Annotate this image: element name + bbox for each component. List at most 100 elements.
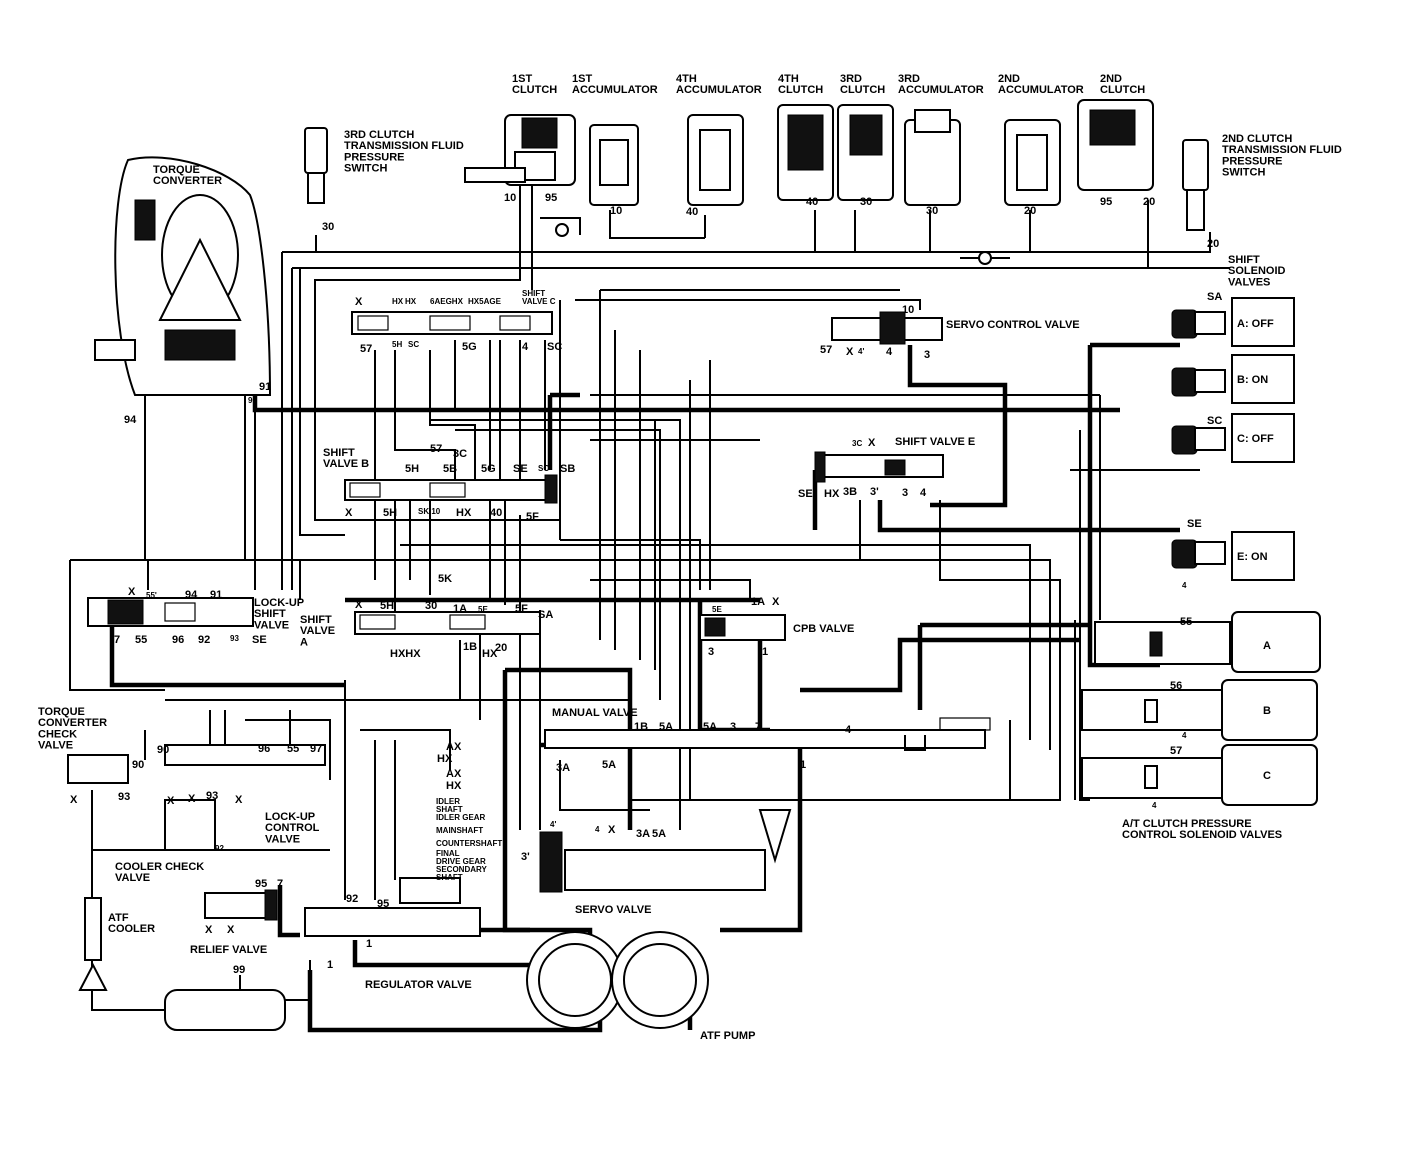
port-label: 96 (172, 634, 184, 646)
port-label: 7 (277, 878, 283, 890)
port-label: 5F (526, 511, 539, 523)
check-ball-2 (978, 251, 992, 265)
shaft-tag: AX (446, 768, 462, 780)
port-label: 93 (206, 790, 218, 802)
port-label: 55 (287, 743, 299, 755)
servo-control-valve (831, 311, 943, 345)
port-label: 57 (430, 443, 442, 455)
port-label: 1B (634, 721, 648, 733)
shift-valve-e-label: SHIFT VALVE E (895, 436, 975, 448)
port-label: X (355, 296, 363, 308)
port-label: 40 (490, 507, 502, 519)
port-label: 95 (377, 898, 389, 910)
port-label: X (868, 437, 876, 449)
pressure-solenoid-b (1081, 679, 1318, 741)
torque-converter-check-valve (67, 754, 129, 784)
solenoid-states: SA A: OFF B: ON SC C: OFF SE E: ON A 55 … (1170, 291, 1274, 782)
port-label: 1B (463, 641, 477, 653)
port-label: 3A (636, 828, 650, 840)
shift-solenoid-e (1171, 531, 1295, 581)
clutch-4th (777, 104, 834, 201)
servo-valve-label: SERVO VALVE (575, 904, 651, 916)
port-label: 6AEGHX (430, 297, 464, 306)
port-label: X (772, 596, 780, 608)
pressure-solenoid-c (1081, 744, 1318, 806)
port-label: 4 (1152, 801, 1157, 810)
port-label: HX (405, 297, 417, 306)
relief-valve (204, 889, 278, 921)
port-label: 90 (248, 396, 257, 405)
port-label: 5H (380, 600, 394, 612)
port-label: SE (513, 463, 528, 475)
port-label: 57 (820, 344, 832, 356)
port-label: 55 (135, 634, 147, 646)
port-label: 5H (383, 507, 397, 519)
port-label: HX5AGE (468, 297, 502, 306)
port-label: 1A (453, 603, 467, 615)
port-label: 91 (259, 381, 271, 393)
port-label: SC (538, 464, 549, 473)
servo-control-valve-label: SERVO CONTROL VALVE (946, 319, 1080, 331)
port-label: 3C (852, 439, 862, 448)
pressure-solenoid-c-letter: C (1263, 770, 1271, 782)
accumulator-4th (687, 114, 744, 206)
port-label: 20 (1143, 196, 1155, 208)
line-pressure-paths (109, 342, 1180, 1033)
pressure-solenoid-a-port: 55 (1180, 616, 1192, 628)
port-label: 4 (886, 346, 893, 358)
port-label: 3B (843, 486, 857, 498)
manual-valve-label: MANUAL VALVE (552, 707, 638, 719)
shaft-tag: AX (446, 741, 462, 753)
accumulator-2nd (1004, 119, 1061, 206)
servo-valve (539, 809, 792, 893)
port-label: 3 (708, 646, 714, 658)
solenoid-c-state: C: OFF (1237, 433, 1274, 445)
shaft-tag: HX (437, 753, 453, 765)
port-label: 5A (602, 759, 616, 771)
pressure-solenoid-c-port: 57 (1170, 745, 1182, 757)
port-label: X (235, 794, 243, 806)
shift-valve-b (344, 474, 558, 504)
port-label: 40 (806, 196, 818, 208)
solenoid-a-tag: SA (1207, 291, 1222, 303)
shaft-label: IDLER GEAR (436, 813, 486, 822)
port-label: 92 (346, 893, 358, 905)
port-label: 40 (686, 206, 698, 218)
port-label: 95 (545, 192, 557, 204)
port-label: 3A (556, 762, 570, 774)
accumulator-3rd (904, 109, 961, 206)
port-label: 90 (157, 744, 169, 756)
port-label: HX (456, 507, 472, 519)
port-label: SE (798, 488, 813, 500)
port-label: 7 (114, 634, 120, 646)
port-label: 1A (751, 596, 765, 608)
torque-converter (94, 156, 272, 561)
port-label: 3 (902, 487, 908, 499)
port-label: 7 (755, 721, 761, 733)
port-label: 99 (233, 964, 245, 976)
shift-valve-c (351, 311, 553, 335)
solenoid-e-state: E: ON (1237, 551, 1268, 563)
shift-solenoid-b (1171, 354, 1295, 404)
clutch-2nd (1077, 99, 1154, 191)
lockup-shift-valve (87, 597, 254, 627)
port-label: SC (408, 340, 419, 349)
solenoid-a-state: A: OFF (1237, 318, 1274, 330)
port-label: 5F (515, 603, 528, 615)
port-label: 30 (860, 196, 872, 208)
port-label: X (70, 794, 78, 806)
atf-pump-label: ATF PUMP (700, 1030, 755, 1042)
port-label: X (227, 924, 235, 936)
pressure-solenoid-b-letter: B (1263, 705, 1271, 717)
port-label: 5B (443, 463, 457, 475)
